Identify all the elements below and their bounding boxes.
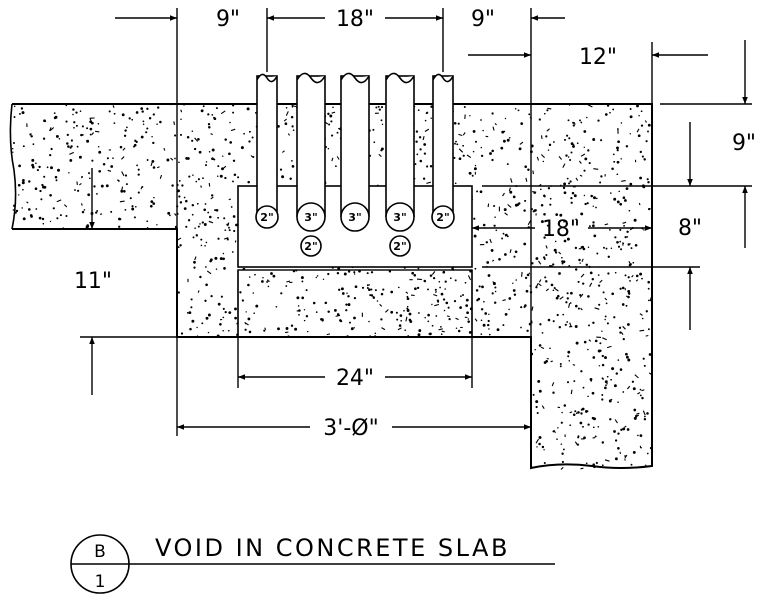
pipe-size-label: 2" [304,240,317,253]
conduit-break-5 [432,73,454,83]
conduit-run-5 [432,75,454,217]
pipe-size-label: 3" [393,211,406,224]
conduit-run-1 [256,75,278,217]
conduit-break-1 [256,73,278,83]
dimension-labels: 9" 18" 9" 12" 9" 8" 18" 11" 24" 3'-Ø" [74,7,756,441]
conduit-run-3 [340,75,370,217]
conduit-run-4 [385,75,415,217]
detail-title: VOID IN CONCRETE SLAB [155,534,510,562]
conduits: 2" 3" 3" 3" 2" 2" 2" [255,72,455,257]
dim-left-9: 9" [216,7,240,32]
detail-id: B [94,542,106,562]
dim-top-18: 18" [336,7,374,32]
dim-right-12: 12" [579,45,617,70]
dim-right-9: 9" [471,7,495,32]
pipe-circle-1 [255,205,279,229]
dim-left-11: 11" [74,269,112,294]
void-lower-zone [237,269,473,338]
dim-right-top-9: 9" [732,131,756,156]
conduit-break-2 [296,72,326,84]
sheet-number: 1 [95,572,106,592]
pipe-size-label: 2" [436,211,449,224]
slab-outline [12,103,653,470]
pipe-size-label: 2" [393,240,406,253]
pipe-size-label: 2" [260,211,273,224]
pipe-circle-2 [296,202,326,232]
dim-bottom-3ft: 3'-Ø" [323,416,378,441]
dim-right-8: 8" [678,216,702,241]
conduit-break-3 [340,72,370,84]
pipe-size-label: 3" [304,211,317,224]
pipe-circle-3 [340,202,370,232]
dimension-lines [20,8,752,436]
pipe-circle-5 [431,205,455,229]
conduit-run-2 [296,75,326,217]
conduit-break-4 [385,72,415,84]
detail-title-block: B 1 VOID IN CONCRETE SLAB [70,534,555,594]
dim-bottom-24: 24" [336,366,374,391]
slab-break-line [9,103,17,230]
pipe-circle-4 [385,202,415,232]
pipe-circle-6 [300,235,322,257]
pipe-size-label: 3" [348,211,361,224]
pipe-circle-7 [389,235,411,257]
dim-void-18: 18" [542,217,580,242]
